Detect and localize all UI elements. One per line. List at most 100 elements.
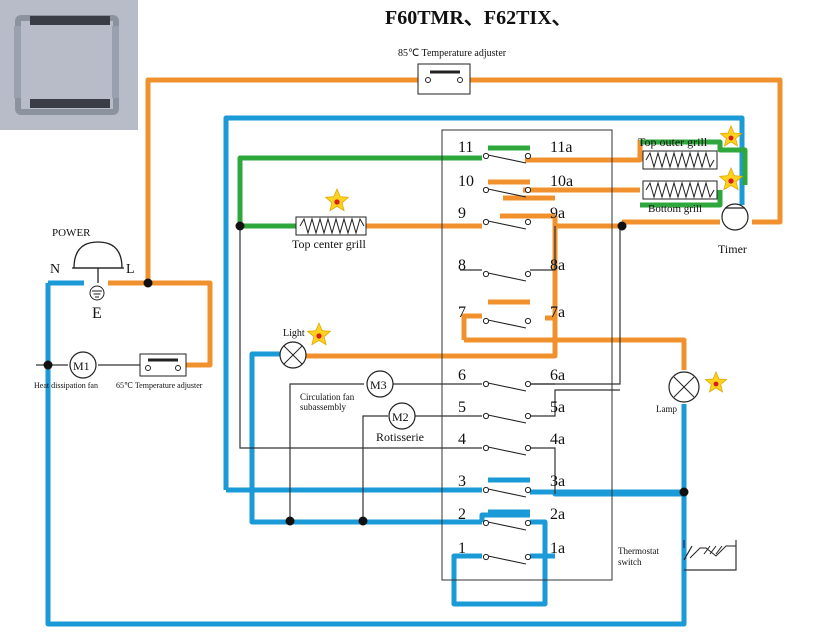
bottom-grill: Bottom grill [642, 180, 718, 215]
fan-motor-icon [388, 402, 416, 430]
fan-motor-icon [69, 351, 97, 379]
star-marker-icon [306, 321, 332, 346]
switch-left-terminal: 2 [458, 506, 466, 523]
timer-label: Timer [718, 242, 747, 256]
switch-left-terminal: 9 [458, 205, 466, 222]
switch-right-terminal: 11a [550, 139, 573, 156]
top-temp-adjuster-label: 85℃ Temperature adjuster [398, 48, 507, 59]
rotisserie-label: Rotisserie [376, 430, 424, 444]
light-label: Light [283, 328, 305, 339]
circulation-motor-m3: M3 Circulation fan subassembly [300, 370, 394, 412]
switch-right-terminal: 2a [550, 506, 565, 523]
top-center-grill-label: Top center grill [292, 237, 366, 251]
fan-motor-icon [366, 370, 394, 398]
switch-arm [487, 555, 527, 565]
timer-icon [721, 203, 749, 231]
power-label: POWER [52, 227, 91, 239]
switch-contact-icon [524, 270, 532, 278]
lamp-label: Lamp [656, 404, 677, 414]
switch-contact-icon [524, 218, 532, 226]
star-marker-icon [719, 124, 743, 147]
switch-right-terminal: 9a [550, 205, 565, 222]
switch-contact-icon [524, 380, 532, 388]
star-marker-icon [704, 370, 728, 393]
switch-contact-icon [482, 486, 490, 494]
switch-contact-icon [482, 152, 490, 160]
switch-contact-icon [482, 186, 490, 194]
heat-fan-label: Heat dissipation fan [34, 381, 98, 390]
live-label: L [126, 262, 135, 277]
bottom-grill-label: Bottom grill [648, 203, 702, 215]
top-outer-grill: Top outer grill [638, 135, 718, 170]
switch-arm [487, 446, 527, 456]
low-temp-adjuster-label: 65℃ Temperature adjuster [116, 381, 203, 390]
m2-label: M2 [392, 410, 409, 424]
switch-contact-icon [482, 270, 490, 278]
switch-left-terminal: 4 [458, 431, 466, 448]
switch-right-terminal: 3a [550, 473, 565, 490]
rotisserie-motor-m2: M2 Rotisserie [376, 402, 424, 444]
m3-label: M3 [370, 378, 387, 392]
top-center-grill: Top center grill [292, 216, 367, 251]
switch-left-terminal: 8 [458, 257, 466, 274]
switch-contact-row: 5 5a [458, 399, 565, 424]
switch-right-terminal: 6a [550, 367, 565, 384]
switch-contact-row: 8 8a [458, 257, 565, 282]
ground-icon [89, 285, 105, 301]
switch-contact-icon [482, 553, 490, 561]
switch-right-terminal: 4a [550, 431, 565, 448]
switch-arm [487, 220, 527, 230]
switch-contact-icon [482, 218, 490, 226]
switch-contact-icon [482, 444, 490, 452]
switch-contact-icon [524, 444, 532, 452]
switch-right-terminal: 8a [550, 257, 565, 274]
thermostat-label: Thermostat switch [618, 546, 659, 567]
switch-right-terminal: 1a [550, 540, 565, 557]
power-plug: POWER N L E [50, 227, 135, 322]
fan-motor-m1: M1 Heat dissipation fan [34, 351, 98, 390]
star-markers [306, 124, 744, 393]
light: Light [279, 328, 307, 369]
switch-arm [487, 382, 527, 392]
switch-contact-row: 11 11a [458, 139, 573, 164]
green-wires [237, 139, 748, 229]
switch-contact-row: 9 9a [458, 205, 565, 230]
switch-left-terminal: 1 [458, 540, 466, 557]
junction-dots [43, 221, 689, 526]
switch-right-terminal: 5a [550, 399, 565, 416]
switch-right-terminal: 10a [550, 173, 573, 190]
switch-arm [487, 272, 527, 282]
switch-arm [487, 188, 527, 198]
switch-left-terminal: 7 [458, 304, 466, 321]
switch-arm [487, 319, 527, 329]
diagram-title: F60TMR、F62TIX、 [385, 7, 572, 29]
switch-contact-row: 3 3a [458, 473, 565, 498]
switch-contact-icon [482, 380, 490, 388]
circ-fan-label: Circulation fan subassembly [300, 392, 355, 412]
thermostat-switch: Thermostat switch [618, 540, 736, 567]
star-marker-icon [324, 187, 350, 212]
switch-contact-icon [482, 519, 490, 527]
switch-left-terminal: 10 [458, 173, 474, 190]
timer: Timer [718, 203, 749, 256]
switch-contact-icon [524, 152, 532, 160]
switch-left-terminal: 11 [458, 139, 473, 156]
m1-label: M1 [73, 359, 90, 373]
switch-contact-icon [524, 553, 532, 561]
switch-arm [487, 488, 527, 498]
switch-contact-icon [524, 486, 532, 494]
switch-contact-icon [524, 412, 532, 420]
earth-label: E [92, 305, 102, 322]
black-wires [36, 226, 737, 571]
switch-contact-icon [524, 519, 532, 527]
switch-contact-icon [524, 317, 532, 325]
switch-left-terminal: 3 [458, 473, 466, 490]
low-temperature-adjuster: 65℃ Temperature adjuster [116, 353, 203, 390]
switch-left-terminal: 5 [458, 399, 466, 416]
switch-arm [487, 521, 527, 531]
